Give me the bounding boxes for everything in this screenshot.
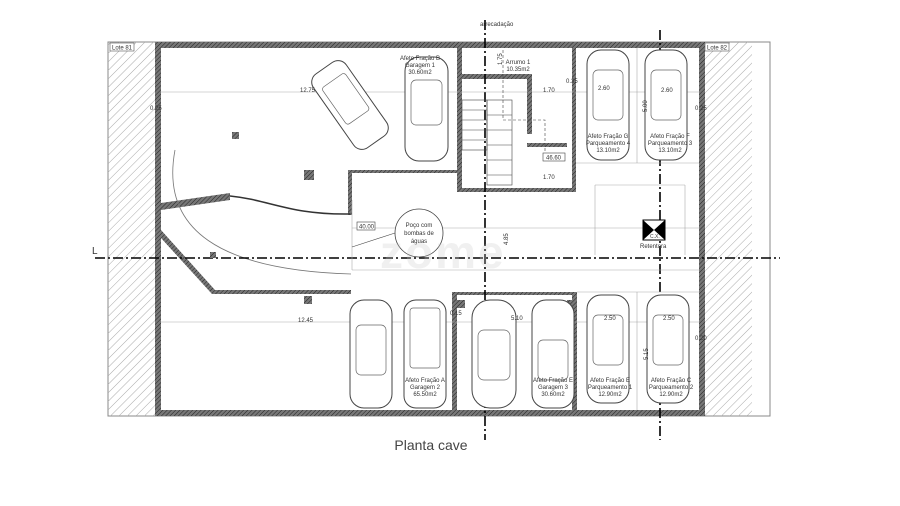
svg-text:1.75: 1.75	[498, 53, 504, 65]
svg-text:1.70: 1.70	[543, 88, 555, 94]
retention-label: Retentora	[640, 244, 667, 250]
svg-text:12.75: 12.75	[300, 88, 316, 94]
level-marker: 40.00	[359, 225, 375, 231]
svg-text:2.60: 2.60	[661, 88, 673, 94]
dimension-labels: 12.75 0.25 12.45 1.75 1.70 1.70 0.35 2.6…	[150, 22, 707, 360]
svg-text:Arrumo 110.35m2: Arrumo 110.35m2	[506, 60, 531, 73]
lot-81-label: Lote 81	[112, 46, 133, 52]
level-marker: 46.60	[546, 156, 562, 162]
lot-82-area	[705, 42, 752, 416]
lot-82-label: Lote 82	[707, 46, 728, 52]
svg-text:5.10: 5.10	[511, 316, 523, 322]
svg-text:0.25: 0.25	[150, 106, 162, 112]
staircase	[461, 50, 546, 186]
pillars	[210, 132, 573, 308]
svg-text:12.45: 12.45	[298, 318, 314, 324]
well-label: bombas de	[404, 231, 434, 237]
svg-text:arrecadação: arrecadação	[480, 22, 514, 28]
svg-text:4.85: 4.85	[504, 233, 510, 245]
svg-text:2.50: 2.50	[604, 316, 616, 322]
svg-text:2.60: 2.60	[598, 86, 610, 92]
svg-text:5.00: 5.00	[643, 100, 649, 112]
svg-text:0.25: 0.25	[695, 106, 707, 112]
svg-text:0.35: 0.35	[566, 79, 578, 85]
retention-box-label: C.X.	[650, 234, 660, 240]
watermark: zome	[380, 226, 506, 278]
svg-text:5.15: 5.15	[644, 348, 650, 360]
lot-81-area	[108, 42, 155, 416]
parked-cars	[311, 49, 690, 409]
svg-text:1.70: 1.70	[543, 175, 555, 181]
svg-text:0.15: 0.15	[450, 311, 462, 317]
svg-text:0.20: 0.20	[695, 336, 707, 342]
well-label: águas	[411, 239, 427, 245]
plan-caption: Planta cave	[394, 437, 468, 453]
well-label: Poço com	[406, 223, 433, 229]
axis-label: L	[92, 246, 98, 257]
walls	[155, 42, 705, 416]
svg-text:2.50: 2.50	[663, 316, 675, 322]
